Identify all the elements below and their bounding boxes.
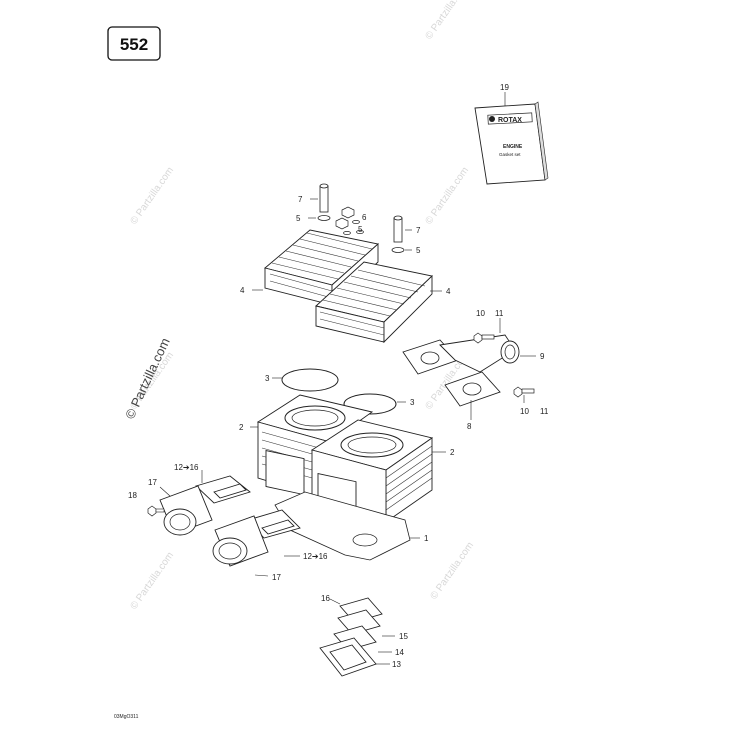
cylinder-head-right: [315, 261, 433, 344]
callout-10: 10: [476, 309, 485, 318]
callout-4: 4: [446, 287, 451, 296]
exhaust-manifold: [402, 334, 520, 407]
o-ring-right: [343, 393, 397, 415]
callout-12-16: 12➔16: [303, 552, 328, 561]
o-ring-left: [281, 368, 339, 392]
intake-screw: [147, 505, 165, 517]
watermark-faint: © Partzilla.com: [423, 165, 471, 227]
gasket-set-manual: ROTAX ENGINE Gasket set: [474, 101, 549, 185]
manual-title: ENGINE: [503, 144, 523, 150]
nuts-washers: [335, 206, 364, 235]
callout-12-16: 12➔16: [174, 463, 199, 472]
callout-5: 5: [416, 246, 421, 255]
head-stud-left: [317, 183, 331, 221]
manual-subtitle: Gasket set: [499, 152, 521, 157]
reed-valve-upper: [195, 475, 251, 504]
callout-labels: 19 7 5 6 5 7 5 4 4 10 11 9 3 3 10 11 8 2…: [128, 83, 549, 669]
callout-17: 17: [272, 573, 281, 582]
manifold-bolts: [473, 332, 535, 398]
callout-17: 17: [148, 478, 157, 487]
callout-5: 5: [358, 225, 363, 234]
page-number-box: 552: [107, 26, 161, 61]
callout-6: 6: [362, 213, 367, 222]
watermark-faint: © Partzilla.com: [428, 540, 476, 602]
callout-11: 11: [495, 309, 504, 318]
intake-flange-lower: [212, 515, 269, 567]
callout-19: 19: [500, 83, 509, 92]
drawing-code: 03MgO311: [114, 714, 139, 720]
watermark-main: © Partzilla.com: [122, 336, 173, 422]
reed-valve-lower: [247, 509, 301, 539]
callout-9: 9: [540, 352, 545, 361]
callout-13: 13: [392, 660, 401, 669]
callout-5: 5: [296, 214, 301, 223]
watermark-faint: © Partzilla.com: [423, 0, 471, 42]
callout-2: 2: [239, 423, 244, 432]
watermark-faint: © Partzilla.com: [128, 165, 176, 227]
callout-15: 15: [399, 632, 408, 641]
callout-8: 8: [467, 422, 472, 431]
head-stud-right: [391, 215, 405, 253]
callout-7: 7: [416, 226, 421, 235]
callout-7: 7: [298, 195, 303, 204]
callout-10: 10: [520, 407, 529, 416]
page-number: 552: [120, 35, 148, 54]
base-gasket: [274, 491, 411, 561]
callout-1: 1: [424, 534, 429, 543]
watermark-faint: © Partzilla.com: [128, 550, 176, 612]
callout-18: 18: [128, 491, 137, 500]
callout-4: 4: [240, 286, 245, 295]
callout-3: 3: [265, 374, 270, 383]
callout-11: 11: [540, 407, 549, 416]
leader-lines: [159, 198, 536, 665]
callout-2: 2: [450, 448, 455, 457]
manual-brand: ROTAX: [498, 117, 522, 124]
callout-16: 16: [321, 594, 330, 603]
callout-3: 3: [410, 398, 415, 407]
reed-valve-exploded: [319, 597, 383, 677]
callout-14: 14: [395, 648, 404, 657]
intake-flange-upper: [159, 485, 213, 536]
